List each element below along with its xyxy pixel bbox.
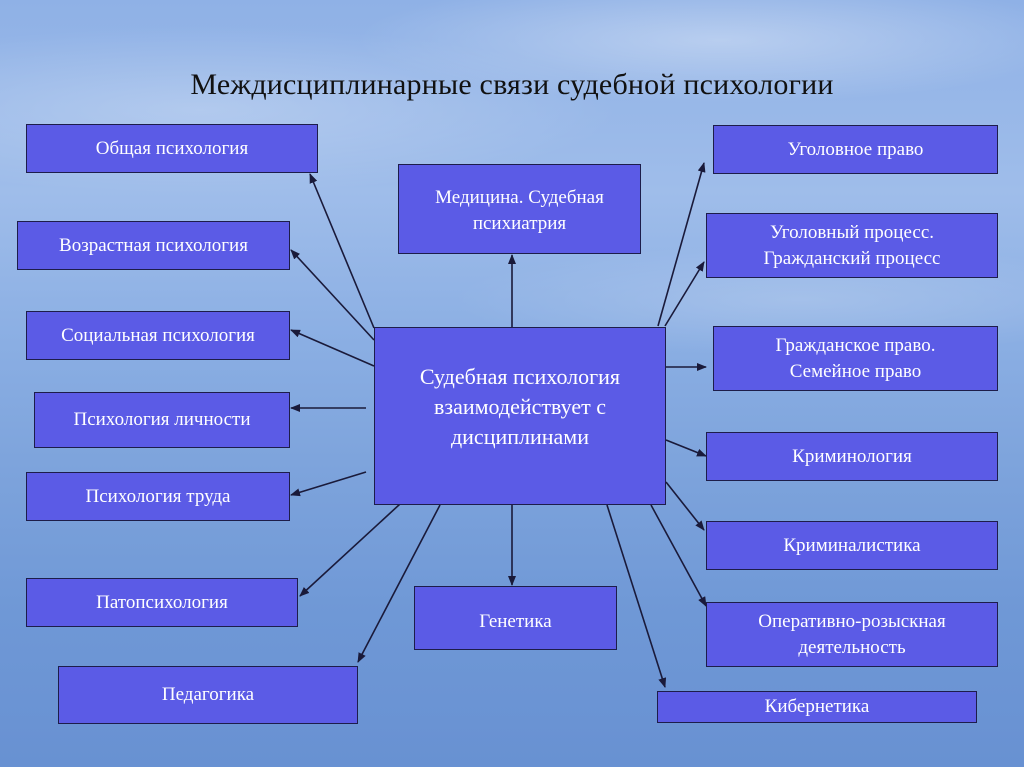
node-label-line: Социальная психология	[61, 324, 255, 346]
diagram-title: Междисциплинарные связи судебной психоло…	[190, 68, 834, 101]
center-label-line: дисциплинами	[450, 423, 590, 449]
node-label-line: Криминология	[792, 445, 912, 467]
node-label-line: Гражданский процесс	[763, 247, 941, 269]
node-obshchaya-psikhologiya: Общая психология	[26, 124, 318, 173]
node-psikhologiya-truda: Психология труда	[26, 472, 290, 521]
arrow-to-kriminologiya	[665, 439, 707, 457]
node-label-line: Патопсихология	[96, 591, 228, 613]
node-label-line: Кибернетика	[764, 696, 870, 718]
node-label-line: Возрастная психология	[59, 234, 248, 256]
node-ugolovnyi-grazhdanskii-process: Уголовный процесс. Гражданский процесс	[706, 213, 998, 278]
arrow-to-socialnaya	[290, 329, 375, 367]
arrow-to-kibernetika	[606, 504, 667, 688]
arrow-to-pedagogika	[357, 504, 441, 663]
center-label-line: взаимодействует с	[433, 394, 606, 420]
arrow-to-vozrastnaya	[290, 249, 375, 341]
node-label-line: Гражданское право.	[775, 334, 936, 356]
node-label-line: Педагогика	[161, 684, 255, 706]
node-label-line: Генетика	[479, 611, 552, 632]
node-label-line: Оперативно-розыскная	[758, 610, 946, 632]
node-kriminalistika: Криминалистика	[706, 521, 998, 570]
arrow-to-kriminalistika	[665, 481, 705, 531]
node-label-line: Общая психология	[95, 137, 249, 159]
node-label-line: деятельность	[798, 636, 906, 658]
node-label-line: Психология труда	[85, 485, 231, 507]
arrow-to-process	[664, 261, 705, 327]
node-socialnaya-psikhologiya: Социальная психология	[26, 311, 290, 360]
node-kibernetika: Кибернетика	[657, 691, 977, 723]
node-psikhologiya-lichnosti: Психология личности	[34, 392, 290, 448]
node-label-line: Криминалистика	[783, 534, 921, 556]
node-label-line: Психология личности	[73, 409, 251, 431]
arrow-to-ugolovnoe	[657, 162, 706, 327]
node-pedagogika: Педагогика	[58, 666, 358, 724]
node-operativno-rozysknaya-deyatelnost: Оперативно-розыскная деятельность	[706, 602, 998, 667]
node-label-line: Семейное право	[789, 360, 922, 382]
arrow-to-patopsikhologiya	[299, 503, 401, 597]
arrow-to-obshchaya	[309, 173, 375, 329]
arrow-to-ord	[650, 504, 707, 607]
node-medicina-psikhiatriya: Медицина. Судебная психиатрия	[398, 164, 641, 254]
center-node-sudebnaya-psikhologiya: Судебная психология взаимодействует с ди…	[374, 327, 666, 505]
node-label-line: Уголовное право	[787, 138, 924, 160]
node-vozrastnaya-psikhologiya: Возрастная психология	[17, 221, 290, 270]
node-label-line: психиатрия	[472, 212, 567, 234]
node-kriminologiya: Криминология	[706, 432, 998, 481]
center-label-line: Судебная психология	[419, 364, 621, 390]
node-label-line: Уголовный процесс.	[769, 221, 934, 243]
node-ugolovnoe-pravo: Уголовное право	[713, 125, 998, 174]
node-genetika: Генетика	[414, 586, 617, 650]
node-patopsikhologiya: Патопсихология	[26, 578, 298, 627]
arrow-to-truda	[290, 471, 367, 497]
node-grazhdanskoe-semeinoe-pravo: Гражданское право. Семейное право	[713, 326, 998, 391]
node-label-line: Медицина. Судебная	[435, 187, 604, 208]
